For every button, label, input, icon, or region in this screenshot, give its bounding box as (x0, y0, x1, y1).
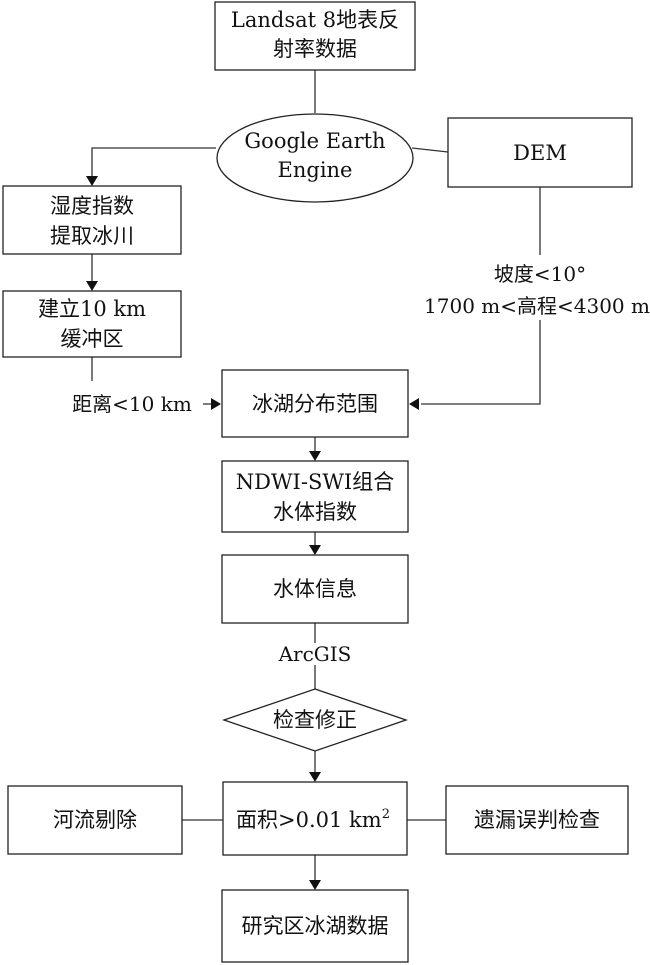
arrowhead-to-area (309, 772, 321, 782)
area-filter-text: 面积>0.01 km2 (236, 807, 390, 832)
arrowhead-distance-to-lakes (211, 398, 221, 410)
node-shapes (2, 1, 633, 963)
buffer-text-line2: 缓冲区 (61, 327, 124, 351)
dem-text: DEM (513, 141, 567, 165)
slope-label: 坡度<10° (494, 262, 586, 286)
buffer-box (2, 290, 182, 358)
arrowhead-to-water (309, 545, 321, 555)
connectors (91, 70, 541, 882)
arrowhead-to-result (309, 880, 321, 890)
omission-box (445, 785, 629, 855)
check-fix-text: 检查修正 (273, 708, 357, 732)
arrowheads (86, 176, 419, 890)
river-removal-box (7, 785, 183, 855)
arrowhead-to-buffer (86, 281, 98, 291)
connector-gee-dem (411, 147, 449, 153)
landsat-box (214, 1, 416, 71)
river-removal-text: 河流剔除 (53, 808, 137, 832)
wetness-box (2, 185, 182, 255)
water-info-text: 水体信息 (273, 577, 357, 601)
arrowhead-to-ndwi (309, 451, 321, 461)
lakes-range-text: 冰湖分布范围 (252, 392, 378, 416)
connector-gee-wetness (91, 147, 216, 178)
result-text: 研究区冰湖数据 (242, 914, 389, 938)
elevation-label: 1700 m<高程<4300 m (424, 294, 650, 318)
arcgis-label: ArcGIS (278, 642, 352, 666)
buffer-text-line1: 建立10 km (38, 297, 146, 321)
water-info-box (221, 554, 409, 624)
result-box (221, 889, 409, 963)
area-filter-main: 面积>0.01 km (236, 808, 382, 832)
ndwi-swi-text-line2: 水体指数 (273, 500, 357, 524)
arrowhead-to-wetness (86, 176, 98, 186)
connector-elevation-lakes (421, 320, 541, 405)
dem-box (447, 117, 633, 188)
landsat-text-line2: 射率数据 (273, 37, 357, 61)
check-diamond (221, 688, 409, 752)
arrowhead-dem-to-lakes (409, 398, 419, 410)
area-filter-superscript: 2 (382, 807, 390, 822)
omission-check-text: 遗漏误判检查 (474, 808, 600, 832)
landsat-text-line1: Landsat 8地表反 (231, 8, 399, 32)
ndwi-swi-text-line1: NDWI-SWI组合 (236, 470, 394, 494)
gee-ellipse (216, 113, 414, 203)
distance-label: 距离<10 km (72, 392, 192, 416)
gee-text-line2: Engine (278, 158, 353, 182)
edge-labels: 距离<10 km 坡度<10° 1700 m<高程<4300 m ArcGIS (72, 262, 650, 666)
area-filter-box (222, 781, 408, 856)
wetness-text-line1: 湿度指数 (50, 194, 134, 218)
gee-text-line1: Google Earth (244, 129, 385, 153)
node-texts: Landsat 8地表反 射率数据 Google Earth Engine DE… (38, 8, 600, 938)
ndwi-swi-box (221, 460, 409, 533)
wetness-text-line2: 提取冰川 (50, 224, 134, 248)
lakes-range-box (221, 369, 409, 438)
